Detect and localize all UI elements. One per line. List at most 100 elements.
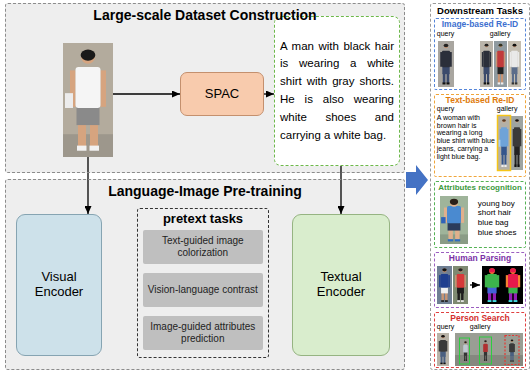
photo-background <box>494 41 507 87</box>
leg <box>501 73 503 83</box>
arm <box>518 275 520 287</box>
hair <box>464 341 467 343</box>
head <box>489 268 495 274</box>
hair <box>442 268 446 271</box>
leg <box>510 356 511 361</box>
image-label: gallery <box>497 105 518 113</box>
arm <box>448 275 450 287</box>
detection-box <box>480 337 492 364</box>
lower-garment <box>514 146 520 155</box>
arm <box>450 52 452 67</box>
task-panel: Attributes recognitionyoung boy short ha… <box>434 181 526 248</box>
flow-arrow <box>470 284 480 285</box>
hair <box>81 49 96 60</box>
person-photo <box>440 196 468 244</box>
task-label: Vision-language contrast <box>148 284 258 296</box>
shoe <box>509 300 513 302</box>
hair <box>502 119 506 122</box>
shoe <box>461 300 464 302</box>
lower-garment <box>487 287 496 293</box>
leg <box>515 73 517 83</box>
head <box>450 199 458 207</box>
leg <box>90 123 98 147</box>
query-photo <box>438 41 454 87</box>
head <box>442 268 446 272</box>
image-label: query <box>437 323 455 331</box>
hair <box>513 44 517 47</box>
upper-garment <box>442 51 450 68</box>
gallery-photo <box>480 41 493 87</box>
arm <box>496 52 497 67</box>
arm <box>506 275 508 287</box>
shoe <box>512 82 514 84</box>
arm <box>504 52 505 67</box>
arm <box>446 341 447 352</box>
leg <box>443 356 445 363</box>
gallery-photo <box>498 116 510 170</box>
photo-background <box>440 196 468 244</box>
lower-garment <box>512 66 518 74</box>
task-panel: Person Searchquerygallery <box>434 312 526 368</box>
arm <box>455 275 457 287</box>
hair <box>441 335 445 338</box>
photo-background <box>63 43 113 157</box>
photo-background <box>437 266 452 304</box>
task-panel: Human Parsing <box>434 252 526 308</box>
shoe <box>517 165 519 167</box>
parsing-mask <box>485 268 499 302</box>
hair <box>489 268 495 272</box>
panel-title: Large-scale Dataset Construction <box>8 7 402 23</box>
task-panel: Text-based Re-IDquerygalleryA woman with… <box>434 94 526 177</box>
upper-garment <box>483 51 490 68</box>
connector-arrow <box>340 166 341 214</box>
panel-fill <box>5 3 405 173</box>
head <box>515 119 518 122</box>
arm <box>464 275 466 287</box>
arm <box>485 275 487 287</box>
leg <box>466 355 467 360</box>
leg <box>493 293 496 301</box>
hair <box>458 268 462 271</box>
shoe <box>498 82 500 84</box>
scene-person <box>463 341 468 361</box>
hair <box>510 268 516 272</box>
detection-box <box>460 338 470 364</box>
head <box>511 340 513 342</box>
bag <box>498 140 500 147</box>
parsing-mask <box>506 268 520 302</box>
head <box>464 341 466 343</box>
photo-background <box>438 41 454 87</box>
shoe <box>90 146 100 151</box>
hair <box>444 44 449 48</box>
task-label: Text-guided image colorization <box>147 235 259 259</box>
hair <box>499 44 503 47</box>
upper-garment <box>510 343 514 352</box>
lower-garment <box>484 352 487 356</box>
upper-garment <box>441 274 449 288</box>
section-panel: Downstream TasksImage-based Re-IDqueryga… <box>430 3 530 370</box>
upper-garment <box>464 345 468 353</box>
upper-garment <box>484 344 488 352</box>
photo-background <box>508 41 521 87</box>
lower-garment <box>484 66 490 74</box>
shoe <box>484 360 485 361</box>
arm <box>510 52 511 67</box>
leg <box>512 356 513 361</box>
image-label: query <box>437 105 455 113</box>
leg <box>515 154 517 165</box>
head <box>441 335 444 338</box>
task-title: Human Parsing <box>436 254 524 264</box>
flow-arrow <box>87 157 88 214</box>
photo-ground <box>440 234 468 244</box>
arm <box>461 208 464 223</box>
arm <box>482 52 483 67</box>
lower-garment <box>457 287 464 293</box>
leg <box>498 73 500 83</box>
leg <box>487 73 489 83</box>
leg <box>517 154 519 165</box>
attribute-list: young boy short hair blue bag blue shoes <box>478 199 522 237</box>
arm <box>439 341 440 352</box>
scene-person <box>509 339 515 361</box>
